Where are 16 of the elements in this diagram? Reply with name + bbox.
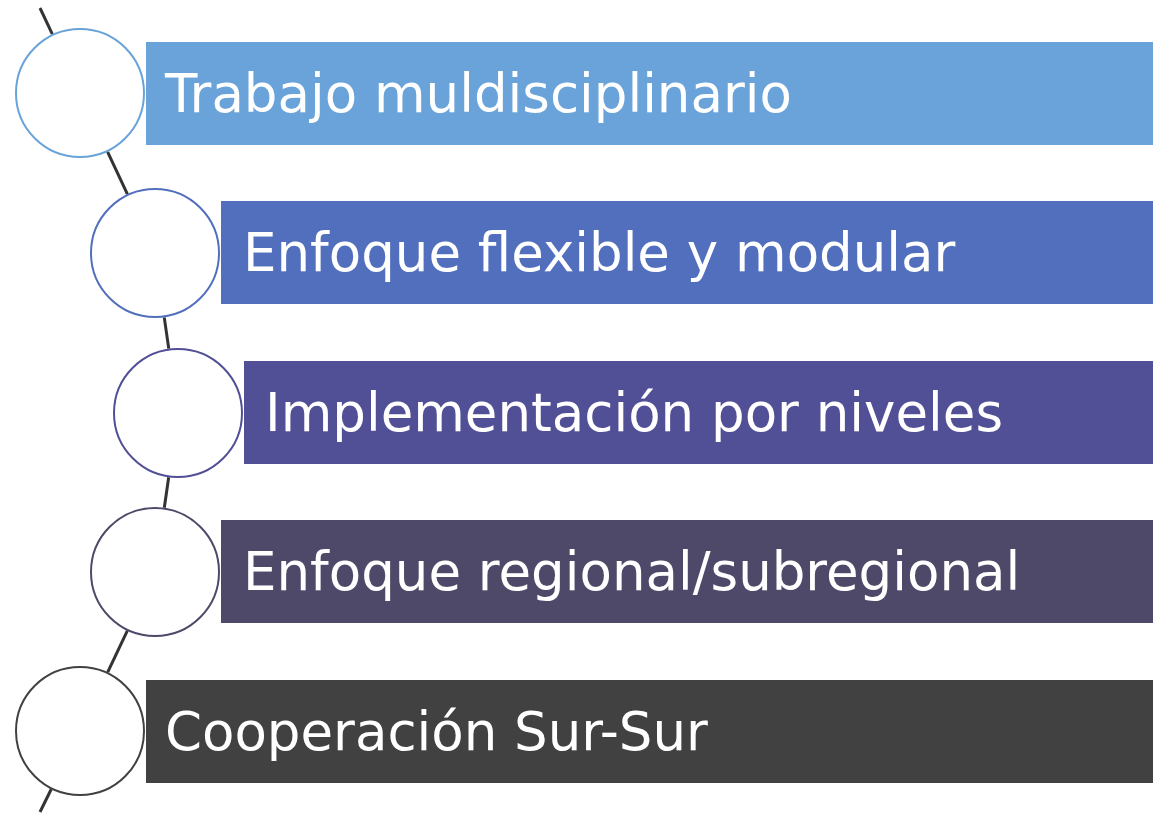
list-bar [146, 680, 1153, 783]
item-text: Trabajo muldisciplinario [165, 63, 792, 124]
item-text: Enfoque regional/subregional [243, 541, 1021, 602]
item-text: Cooperación Sur-Sur [165, 701, 708, 762]
connector-line [106, 151, 129, 195]
list-bar [221, 201, 1153, 304]
connector-line [38, 7, 54, 35]
list-bar [244, 361, 1153, 464]
list-bar [146, 42, 1153, 145]
item-text: Implementación por niveles [265, 382, 1003, 443]
connector-line [162, 317, 171, 349]
connector-line [38, 788, 53, 813]
connector-line [106, 630, 129, 673]
item-text: Enfoque flexible y modular [243, 222, 956, 283]
connector-line [162, 477, 171, 508]
list-bar [221, 520, 1153, 623]
